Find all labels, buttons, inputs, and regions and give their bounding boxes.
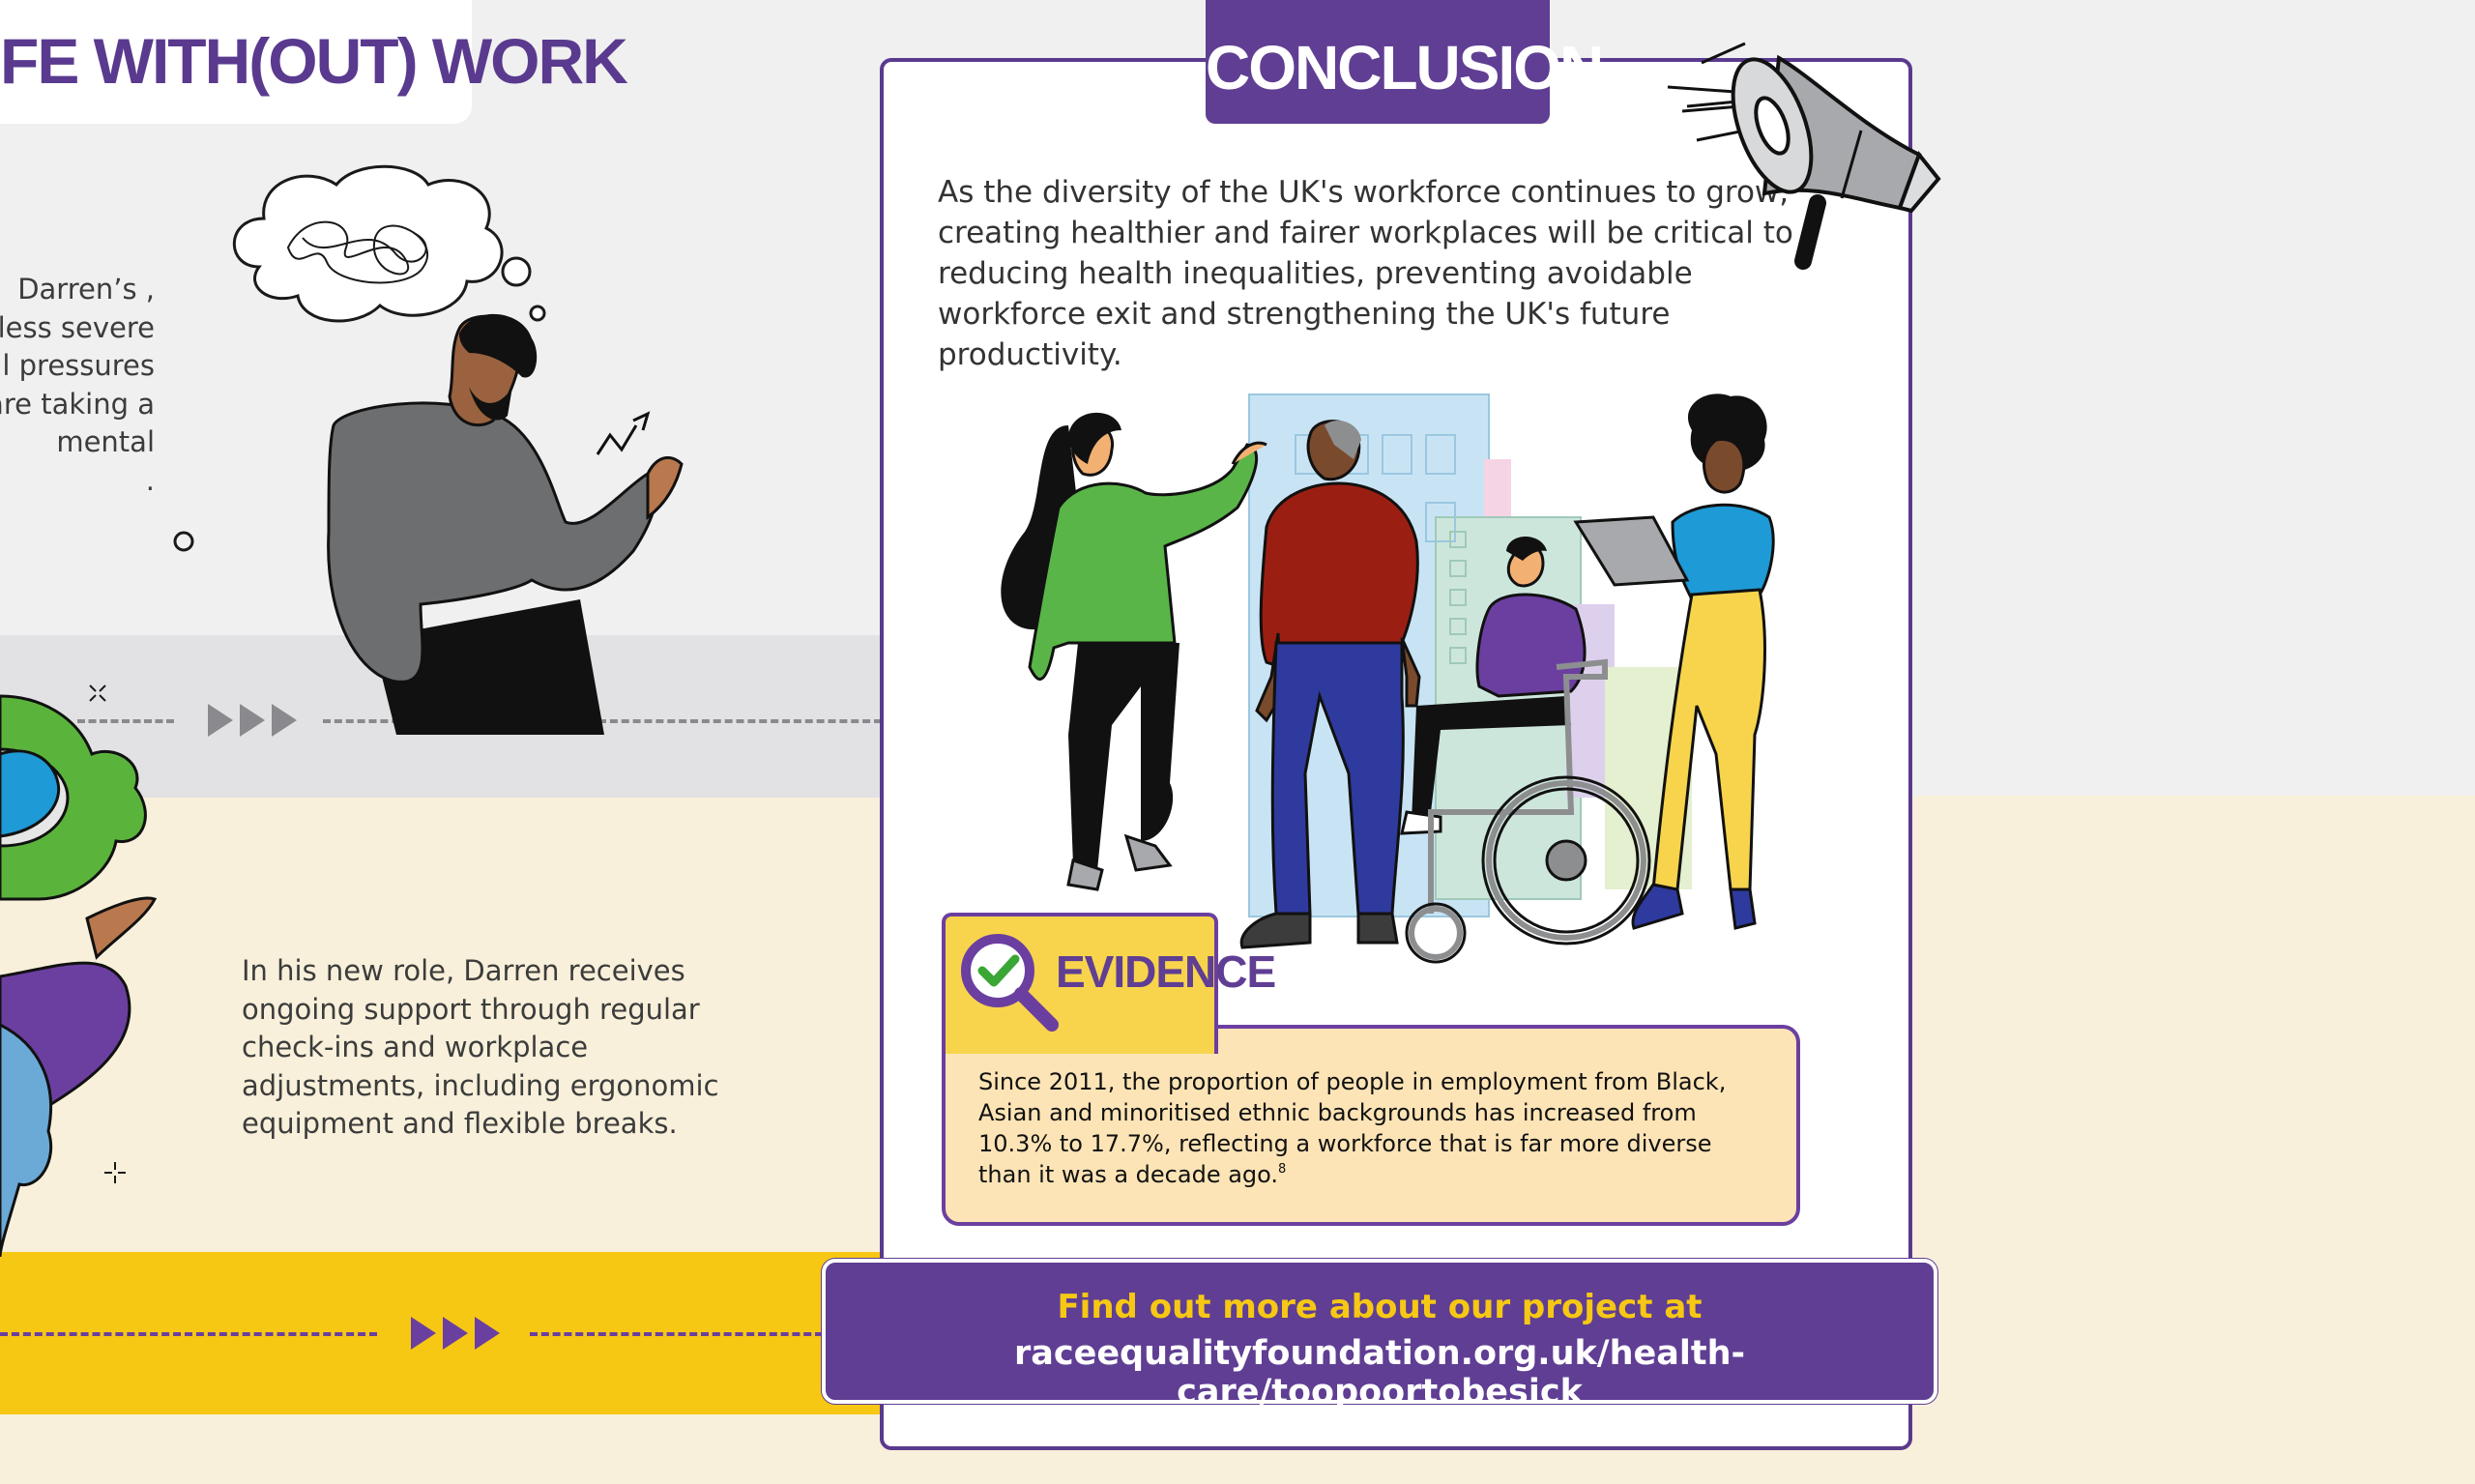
evidence-text: Since 2011, the proportion of people in … [978,1066,1771,1190]
darren-story-text: , Darren’s less severe, l pressures are … [0,271,155,500]
flow-dash-line [530,1332,880,1336]
triple-arrow-icon [208,704,297,737]
evidence-tab-joint [946,1020,1214,1032]
story-line: , Darren’s [17,273,155,306]
evidence-body: Since 2011, the proportion of people in … [978,1068,1727,1188]
triple-arrow-icon [411,1317,500,1350]
story-line: . [145,463,155,497]
magnifier-check-icon [961,934,1059,1032]
evidence-box [942,1025,1800,1226]
gear-icon [0,694,158,1258]
thought-bubble-icon [232,164,546,323]
story-line: are taking a [0,387,155,421]
evidence-title: EVIDENCE [1056,946,1276,997]
sparkle-decoration [89,684,106,702]
project-url-link[interactable]: raceequalityfoundation.org.uk/health-car… [1013,1334,1746,1411]
life-section-title: FE WITH(OUT) WORK [0,25,628,97]
diverse-workforce-illustration [1001,393,1775,964]
life-section-header [0,0,472,124]
flow-dash-line [77,719,174,723]
small-circle-decoration [173,531,194,552]
conclusion-tab [1206,0,1550,124]
find-out-more-text: Find out more about our project at [1057,1288,1703,1326]
story-line: less severe, [0,310,155,344]
find-out-more-banner [822,1259,1937,1404]
story-line: mental [56,425,155,458]
sparkle-decoration [104,1162,126,1183]
conclusion-title: CONCLUSION [1206,33,1604,102]
flow-dash-line [0,1332,377,1336]
evidence-footnote: 8 [1278,1162,1287,1177]
darren-support-text: In his new role, Darren receives ongoing… [242,954,719,1140]
megaphone-icon [1667,42,1941,270]
cream-right-band [1909,796,2475,1484]
darren-illustration [327,313,684,735]
flow-dash-line [323,719,882,723]
conclusion-text: As the diversity of the UK's workforce c… [938,175,1793,372]
story-line: l pressures [2,349,155,382]
